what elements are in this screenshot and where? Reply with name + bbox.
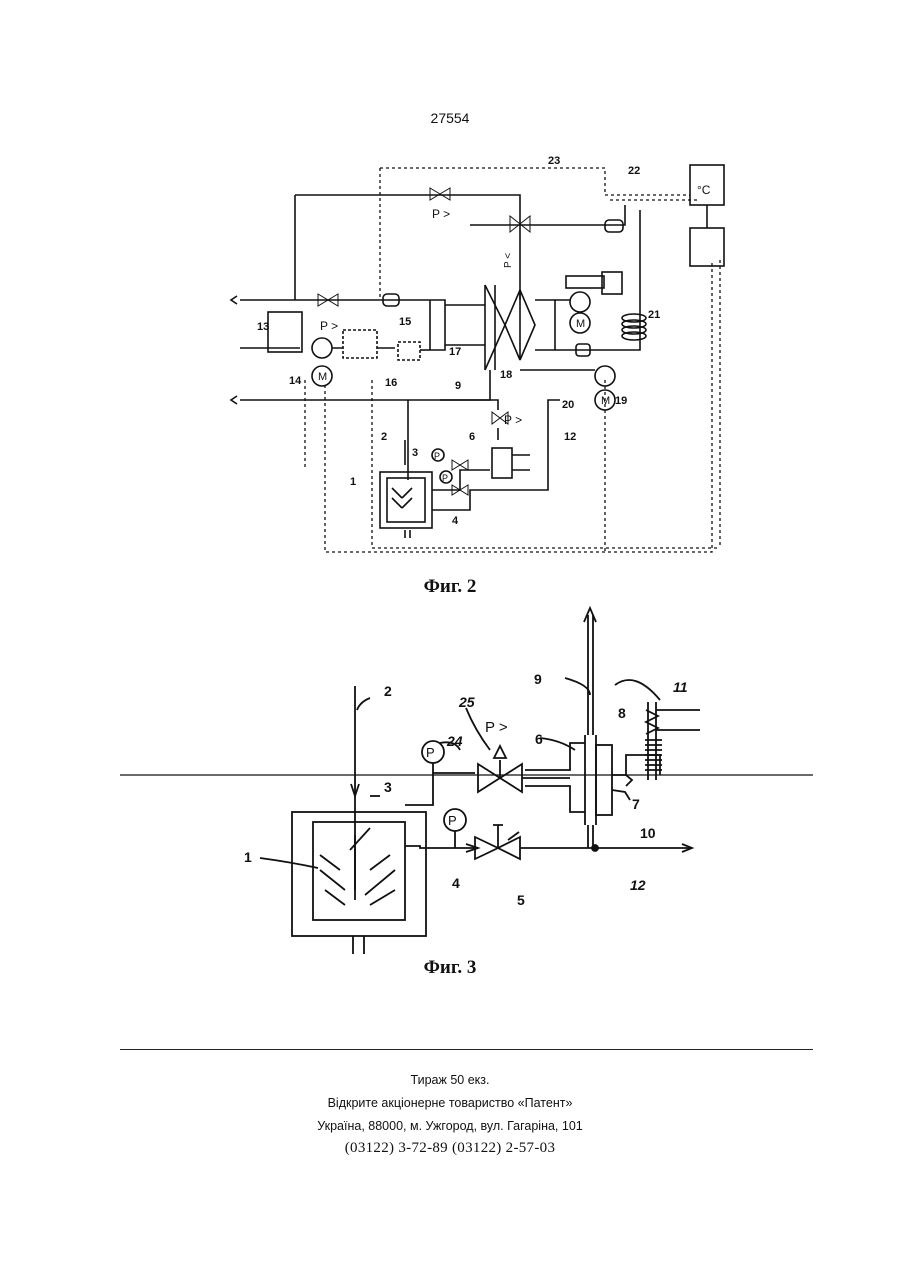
svg-text:M: M [601, 395, 610, 407]
svg-text:12: 12 [564, 431, 576, 443]
footer-divider [120, 1049, 813, 1050]
svg-text:17: 17 [449, 346, 461, 358]
svg-text:1: 1 [350, 476, 356, 488]
svg-text:2: 2 [384, 683, 392, 699]
svg-text:9: 9 [455, 380, 461, 392]
svg-text:23: 23 [548, 155, 560, 167]
svg-text:P >: P > [504, 413, 522, 427]
figure-3-caption: Фиг. 3 [0, 957, 900, 979]
svg-text:11: 11 [673, 679, 688, 695]
svg-text:15: 15 [399, 316, 411, 328]
svg-text:22: 22 [628, 165, 640, 177]
svg-text:4: 4 [452, 515, 459, 527]
svg-text:16: 16 [385, 377, 397, 389]
svg-text:P: P [434, 451, 440, 461]
svg-text:6: 6 [535, 731, 543, 747]
svg-text:10: 10 [640, 825, 656, 841]
svg-text:3: 3 [412, 447, 418, 459]
svg-text:24: 24 [446, 733, 463, 749]
svg-text:21: 21 [648, 309, 660, 321]
svg-text:2: 2 [381, 431, 387, 443]
figure-3-diagram: 2 9 11 8 25 P > 24 6 7 3 10 1 4 5 12 P P [0, 600, 900, 960]
svg-text:1: 1 [244, 849, 252, 865]
svg-text:20: 20 [562, 399, 574, 411]
svg-text:M: M [576, 318, 585, 330]
svg-text:12: 12 [630, 877, 646, 893]
svg-text:7: 7 [632, 796, 640, 812]
svg-text:9: 9 [534, 671, 542, 687]
svg-text:19: 19 [615, 395, 627, 407]
svg-text:3: 3 [384, 779, 392, 795]
svg-text:8: 8 [618, 705, 626, 721]
svg-text:25: 25 [458, 694, 475, 710]
svg-text:P: P [442, 473, 448, 483]
svg-text:6: 6 [469, 431, 475, 443]
svg-text:14: 14 [289, 375, 302, 387]
svg-text:P: P [448, 813, 457, 828]
svg-text:P <: P < [503, 253, 514, 268]
svg-text:M: M [318, 371, 327, 383]
figure-2-caption: Фиг. 2 [0, 576, 900, 598]
svg-text:13: 13 [257, 321, 269, 333]
svg-text:P >: P > [320, 319, 338, 333]
footer-print-run: Тираж 50 екз. [0, 1073, 900, 1087]
svg-text:P >: P > [432, 207, 450, 221]
svg-text:°C: °C [697, 183, 711, 197]
svg-text:P: P [426, 745, 435, 760]
svg-text:18: 18 [500, 369, 512, 381]
footer-address: Україна, 88000, м. Ужгород, вул. Гагарін… [0, 1119, 900, 1133]
svg-text:5: 5 [517, 892, 525, 908]
svg-text:4: 4 [452, 875, 460, 891]
footer-phones: (03122) 3-72-89 (03122) 2-57-03 [0, 1140, 900, 1157]
figure-2-diagram: P > P > P > P < °C M M M P P 13 14 15 16… [0, 0, 900, 575]
footer-company: Відкрите акціонерне товариство «Патент» [0, 1096, 900, 1110]
svg-text:P >: P > [485, 719, 508, 736]
